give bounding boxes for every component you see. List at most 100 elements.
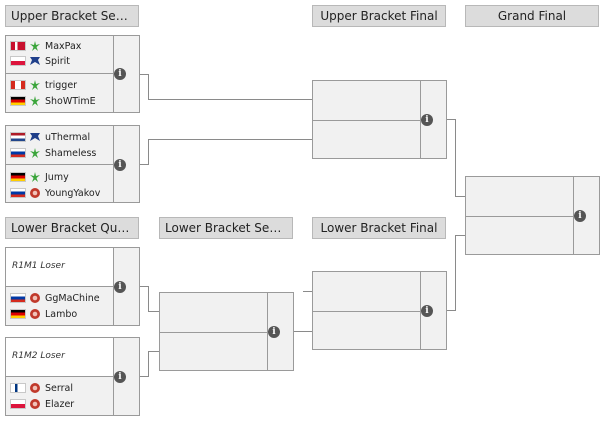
match-info-icon[interactable]: i <box>421 305 433 317</box>
match-slots: MaxPax Spirit trigger ShoWTimE <box>6 36 114 112</box>
bracket-connector <box>455 235 465 236</box>
player-row: uThermal <box>10 130 90 144</box>
divider <box>6 73 113 74</box>
flag-icon <box>10 172 26 182</box>
bracket-connector <box>140 286 149 287</box>
flag-icon <box>10 383 26 393</box>
player-name: YoungYakov <box>45 187 101 199</box>
player-name: Shameless <box>45 147 97 159</box>
bracket-connector <box>140 376 149 377</box>
header-lower-bracket-quarterfinals: Lower Bracket Quart... <box>5 217 139 239</box>
divider <box>6 164 113 165</box>
bracket-connector <box>140 74 149 75</box>
flag-icon <box>10 96 26 106</box>
match-info-icon[interactable]: i <box>268 326 280 338</box>
loser-slot: R1M2 Loser <box>6 338 113 376</box>
match-lb-quarterfinal-1[interactable]: R1M1 Loser GgMaChine Lambo i <box>5 247 140 326</box>
match-slots <box>313 272 421 349</box>
match-info-icon[interactable]: i <box>114 68 126 80</box>
divider <box>160 332 267 333</box>
player-row: Serral <box>10 381 73 395</box>
terran-race-icon <box>29 131 41 143</box>
bracket-connector <box>148 311 159 312</box>
header-upper-bracket-semifinals: Upper Bracket Semifi... <box>5 5 139 27</box>
bracket-connector <box>148 139 149 165</box>
bracket-connector <box>447 119 456 120</box>
flag-icon <box>10 309 26 319</box>
divider <box>6 376 113 377</box>
match-info-icon[interactable]: i <box>114 281 126 293</box>
player-row: Spirit <box>10 54 70 68</box>
flag-icon <box>10 148 26 158</box>
match-info-icon[interactable]: i <box>574 210 586 222</box>
player-name: uThermal <box>45 131 91 143</box>
zerg-race-icon <box>29 292 41 304</box>
match-info-icon[interactable]: i <box>421 114 433 126</box>
header-lower-bracket-final: Lower Bracket Final <box>312 217 446 239</box>
bracket-connector <box>294 331 312 332</box>
flag-icon <box>10 132 26 142</box>
zerg-race-icon <box>29 308 41 320</box>
match-slots: uThermal Shameless Jumy YoungYakov <box>6 126 114 202</box>
match-slots <box>160 293 268 370</box>
player-name: MaxPax <box>45 40 82 52</box>
match-lb-semifinal[interactable]: i <box>159 292 294 371</box>
bracket-connector <box>148 286 149 312</box>
bracket-connector <box>148 99 312 100</box>
flag-icon <box>10 293 26 303</box>
header-lower-bracket-semifinals: Lower Bracket Semifi... <box>159 217 293 239</box>
divider <box>313 311 420 312</box>
player-row: YoungYakov <box>10 186 100 200</box>
bracket-connector <box>148 74 149 100</box>
match-slots: R1M2 Loser Serral Elazer <box>6 338 114 415</box>
bracket-connector <box>148 139 312 140</box>
match-info-icon[interactable]: i <box>114 371 126 383</box>
match-lb-final[interactable]: i <box>312 271 447 350</box>
player-name: trigger <box>45 79 78 91</box>
match-slots: R1M1 Loser GgMaChine Lambo <box>6 248 114 325</box>
divider <box>313 120 420 121</box>
bracket-connector <box>455 235 456 311</box>
match-grand-final[interactable]: i <box>465 176 600 255</box>
zerg-race-icon <box>29 398 41 410</box>
flag-icon <box>10 188 26 198</box>
flag-icon <box>10 41 26 51</box>
loser-slot: R1M1 Loser <box>6 248 113 286</box>
bracket-connector <box>303 291 312 292</box>
match-info-icon[interactable]: i <box>114 159 126 171</box>
player-row: MaxPax <box>10 39 81 53</box>
player-row: Shameless <box>10 146 96 160</box>
bracket-connector <box>140 164 149 165</box>
match-ub-semifinal-1[interactable]: MaxPax Spirit trigger ShoWTimE i <box>5 35 140 113</box>
player-row: ShoWTimE <box>10 94 96 108</box>
player-name: Serral <box>45 382 73 394</box>
player-row: Lambo <box>10 307 77 321</box>
bracket-connector <box>148 351 159 352</box>
protoss-race-icon <box>29 40 41 52</box>
bracket-connector <box>455 119 456 197</box>
bracket-connector <box>447 310 456 311</box>
player-name: GgMaChine <box>45 292 100 304</box>
terran-race-icon <box>29 55 41 67</box>
player-row: GgMaChine <box>10 291 100 305</box>
zerg-race-icon <box>29 382 41 394</box>
protoss-race-icon <box>29 171 41 183</box>
player-row: Elazer <box>10 397 74 411</box>
player-name: Jumy <box>45 171 69 183</box>
match-ub-semifinal-2[interactable]: uThermal Shameless Jumy YoungYakov i <box>5 125 140 203</box>
flag-icon <box>10 399 26 409</box>
loser-placeholder: R1M2 Loser <box>12 351 65 361</box>
protoss-race-icon <box>29 79 41 91</box>
header-upper-bracket-final: Upper Bracket Final <box>312 5 446 27</box>
protoss-race-icon <box>29 147 41 159</box>
loser-placeholder: R1M1 Loser <box>12 261 65 271</box>
divider <box>466 216 573 217</box>
header-grand-final: Grand Final <box>465 5 599 27</box>
protoss-race-icon <box>29 95 41 107</box>
flag-icon <box>10 80 26 90</box>
match-lb-quarterfinal-2[interactable]: R1M2 Loser Serral Elazer i <box>5 337 140 416</box>
match-ub-final[interactable]: i <box>312 80 447 159</box>
player-row: Jumy <box>10 170 69 184</box>
divider <box>6 286 113 287</box>
player-name: Spirit <box>45 55 70 67</box>
